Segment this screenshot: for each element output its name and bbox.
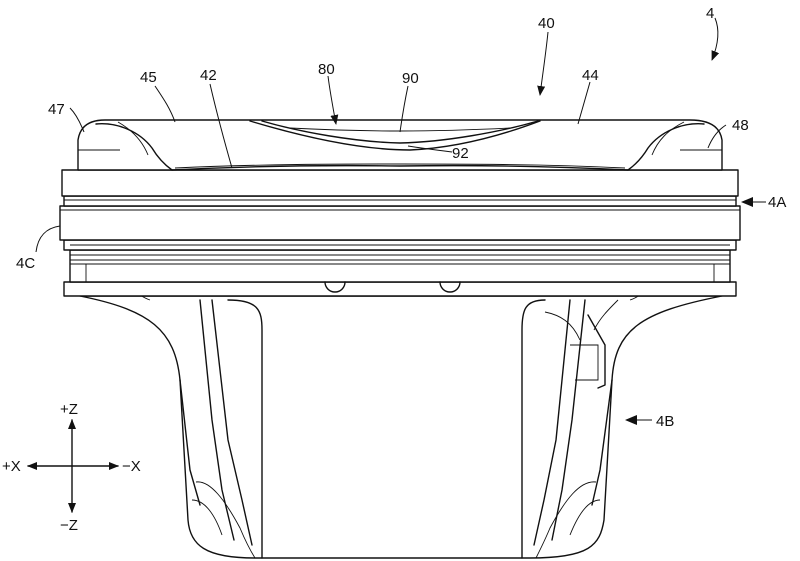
label-4C: 4C [16, 255, 35, 272]
piston-crown-40 [77, 119, 723, 171]
ring-lands-4A [59, 169, 741, 297]
axis-label-plus-z: +Z [60, 401, 78, 418]
label-92: 92 [452, 145, 469, 162]
label-90: 90 [402, 70, 419, 87]
label-48: 48 [732, 117, 749, 134]
axis-label-minus-x: −X [122, 458, 141, 475]
label-42: 42 [200, 67, 217, 84]
label-47: 47 [48, 101, 65, 118]
label-44: 44 [582, 67, 599, 84]
label-80: 80 [318, 61, 335, 78]
axis-label-minus-z: −Z [60, 517, 78, 534]
piston-skirt [79, 284, 723, 559]
label-4: 4 [706, 5, 714, 22]
axis-indicator [27, 419, 119, 513]
label-45: 45 [140, 69, 157, 86]
label-4A: 4A [768, 194, 786, 211]
label-40: 40 [538, 15, 555, 32]
axis-label-plus-x: +X [2, 458, 21, 475]
label-4B: 4B [656, 413, 674, 430]
leader-lines [35, 17, 766, 425]
